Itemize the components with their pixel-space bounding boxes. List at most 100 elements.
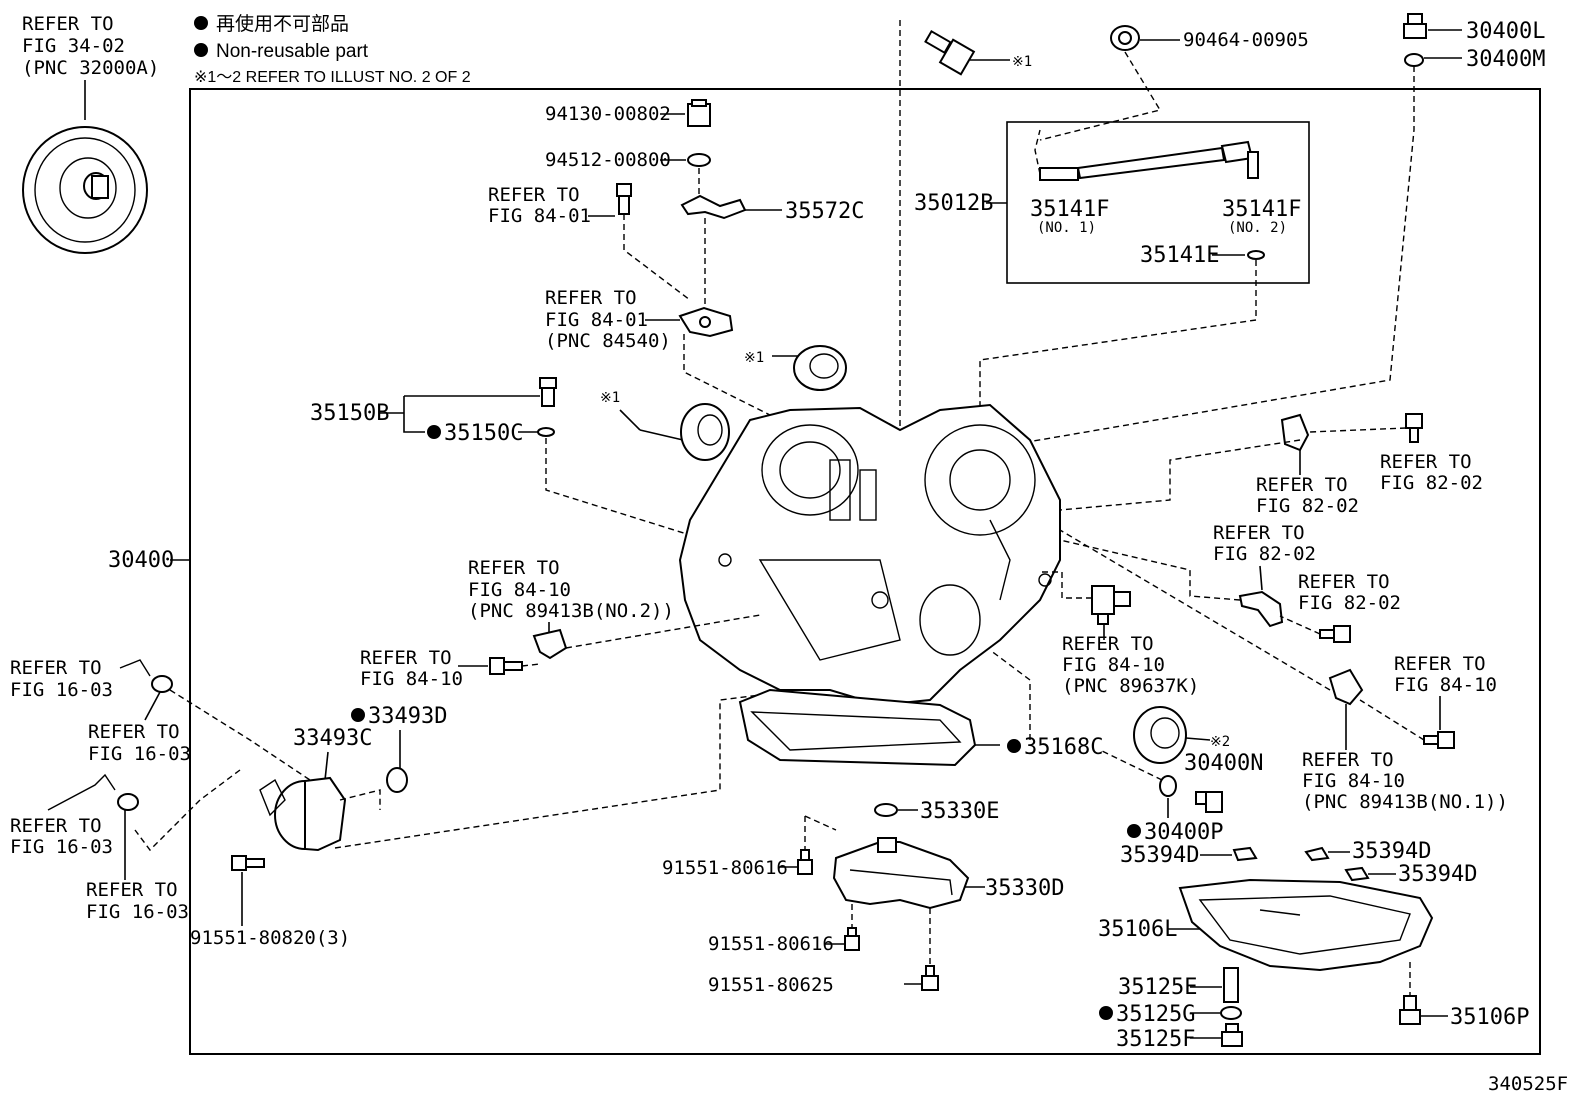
label-94512-00800[interactable]: 94512-00800 <box>545 149 671 171</box>
label-91551-80625[interactable]: 91551-80625 <box>708 974 834 996</box>
oil-seal-icon <box>1133 706 1187 764</box>
svg-text:30400: 30400 <box>108 548 174 573</box>
label-35330E[interactable]: 35330E <box>920 799 999 824</box>
bracket-icon <box>680 194 747 220</box>
label-33493C[interactable]: 33493C <box>293 726 372 751</box>
ref-line[interactable]: (PNC 89637K) <box>1062 675 1199 697</box>
ref-line[interactable]: (PNC 89413B(NO.1)) <box>1302 791 1508 813</box>
magnet-icon <box>1304 846 1330 862</box>
label-30400L[interactable]: 30400L <box>1466 19 1545 44</box>
label-91551-80616-a[interactable]: 91551-80616 <box>662 857 788 879</box>
ref-line[interactable]: FIG 84-10 <box>1394 674 1497 696</box>
magnet-icon <box>1232 846 1258 862</box>
legend-line-2: Non-reusable part <box>216 41 369 62</box>
label-35141E[interactable]: 35141E <box>1140 243 1219 268</box>
hose-icon <box>47 773 116 811</box>
label-35394D-c[interactable]: 35394D <box>1398 862 1477 887</box>
plug-icon <box>539 377 557 407</box>
hose-clamp-icon <box>151 675 173 693</box>
non-reusable-dot-icon <box>1099 1006 1113 1020</box>
o-ring-icon <box>1247 250 1265 260</box>
ref-line[interactable]: REFER TO <box>1394 653 1486 675</box>
label-35150C[interactable]: 35150C <box>444 421 523 446</box>
plug-icon <box>1195 791 1223 813</box>
legend-line-1: 再使用不可部品 <box>216 13 349 35</box>
ref-line[interactable]: FIG 84-10 <box>1062 654 1165 676</box>
ref-line[interactable]: FIG 82-02 <box>1298 592 1401 614</box>
bolt-icon <box>1319 625 1351 643</box>
bolt-icon <box>1405 413 1423 443</box>
label-35012B[interactable]: 35012B <box>914 191 993 216</box>
ref-line[interactable]: REFER TO <box>10 815 102 837</box>
ref-line[interactable]: REFER TO <box>1298 571 1390 593</box>
ref-line[interactable]: FIG 84-01 <box>545 309 648 331</box>
ref-line[interactable]: FIG 16-03 <box>88 743 191 765</box>
label-35125F[interactable]: 35125F <box>1116 1027 1195 1052</box>
label-94130-00802[interactable]: 94130-00802 <box>545 103 671 125</box>
ref-line[interactable]: REFER TO <box>1302 749 1394 771</box>
bolt-icon <box>924 29 976 76</box>
tube-icon <box>1223 967 1239 1003</box>
o-ring-icon <box>537 427 555 437</box>
non-reusable-dot-icon <box>194 43 208 57</box>
speed-sensor-icon <box>532 628 568 660</box>
label-91551-80616-b[interactable]: 91551-80616 <box>708 933 834 955</box>
label-91551-80820[interactable]: 91551-80820(3) <box>190 927 350 949</box>
label-35141F-no1[interactable]: 35141F <box>1030 197 1109 222</box>
ref-line[interactable]: REFER TO <box>10 657 102 679</box>
legend-line-3: ※1～2 REFER TO ILLUST NO. 2 OF 2 <box>194 69 471 86</box>
bolt-icon <box>616 183 632 215</box>
label-35150B[interactable]: 35150B <box>310 401 389 426</box>
ref-line[interactable]: FIG 84-01 <box>488 205 591 227</box>
non-reusable-dot-icon <box>194 16 208 30</box>
ref-line[interactable]: FIG 82-02 <box>1256 495 1359 517</box>
ref-line[interactable]: (PNC 84540) <box>545 330 671 352</box>
label-35330D[interactable]: 35330D <box>985 876 1064 901</box>
gasket-icon <box>1404 53 1424 67</box>
ref-line[interactable]: REFER TO <box>545 287 637 309</box>
ref-line[interactable]: REFER TO <box>1380 451 1472 473</box>
ref-line[interactable]: REFER TO <box>86 879 178 901</box>
label-30400P[interactable]: 30400P <box>1144 820 1223 845</box>
bracket-icon <box>1238 590 1284 628</box>
torque-converter-ref[interactable]: REFER TO FIG 34-02 (PNC 32000A) <box>22 13 159 120</box>
ref-line: FIG 34-02 <box>22 35 125 57</box>
label-90464-00905[interactable]: 90464-00905 <box>1183 29 1309 51</box>
label-35394D-a[interactable]: 35394D <box>1120 843 1199 868</box>
bolt-icon <box>797 849 813 875</box>
ref-line[interactable]: FIG 16-03 <box>10 679 113 701</box>
label-35125E[interactable]: 35125E <box>1118 975 1197 1000</box>
ref-line[interactable]: FIG 82-02 <box>1213 543 1316 565</box>
non-reusable-dot-icon <box>427 425 441 439</box>
torque-converter-icon <box>22 126 148 254</box>
ref-line[interactable]: REFER TO <box>88 721 180 743</box>
label-35572C[interactable]: 35572C <box>785 199 864 224</box>
ref-line[interactable]: REFER TO <box>1062 633 1154 655</box>
label-35168C[interactable]: 35168C <box>1024 735 1103 760</box>
washer-icon <box>687 153 711 167</box>
label-33493D[interactable]: 33493D <box>368 704 447 729</box>
label-35141F-no2[interactable]: 35141F <box>1222 197 1301 222</box>
ref-line[interactable]: REFER TO <box>360 647 452 669</box>
ref-line[interactable]: FIG 16-03 <box>86 901 189 923</box>
ref-line[interactable]: REFER TO <box>1256 474 1348 496</box>
ref-line[interactable]: FIG 82-02 <box>1380 472 1483 494</box>
label-35125G[interactable]: 35125G <box>1116 1002 1195 1027</box>
label-35106P[interactable]: 35106P <box>1450 1005 1529 1030</box>
label-30400M[interactable]: 30400M <box>1466 47 1545 72</box>
ref-line[interactable]: FIG 84-10 <box>468 579 571 601</box>
ref-line[interactable]: REFER TO <box>468 557 560 579</box>
label-30400[interactable]: 30400 <box>108 548 190 573</box>
mark-1-top: ※1 <box>1012 54 1032 70</box>
non-reusable-dot-icon <box>1127 824 1141 838</box>
o-ring-icon <box>386 767 408 793</box>
ref-line[interactable]: FIG 16-03 <box>10 836 113 858</box>
label-35394D-b[interactable]: 35394D <box>1352 839 1431 864</box>
label-35106L[interactable]: 35106L <box>1098 917 1177 942</box>
ref-line[interactable]: (PNC 89413B(NO.2)) <box>468 600 674 622</box>
ref-line[interactable]: FIG 84-10 <box>1302 770 1405 792</box>
ref-line[interactable]: REFER TO <box>488 184 580 206</box>
ref-line[interactable]: FIG 84-10 <box>360 668 463 690</box>
ref-line[interactable]: REFER TO <box>1213 522 1305 544</box>
label-30400N[interactable]: 30400N <box>1184 751 1263 776</box>
